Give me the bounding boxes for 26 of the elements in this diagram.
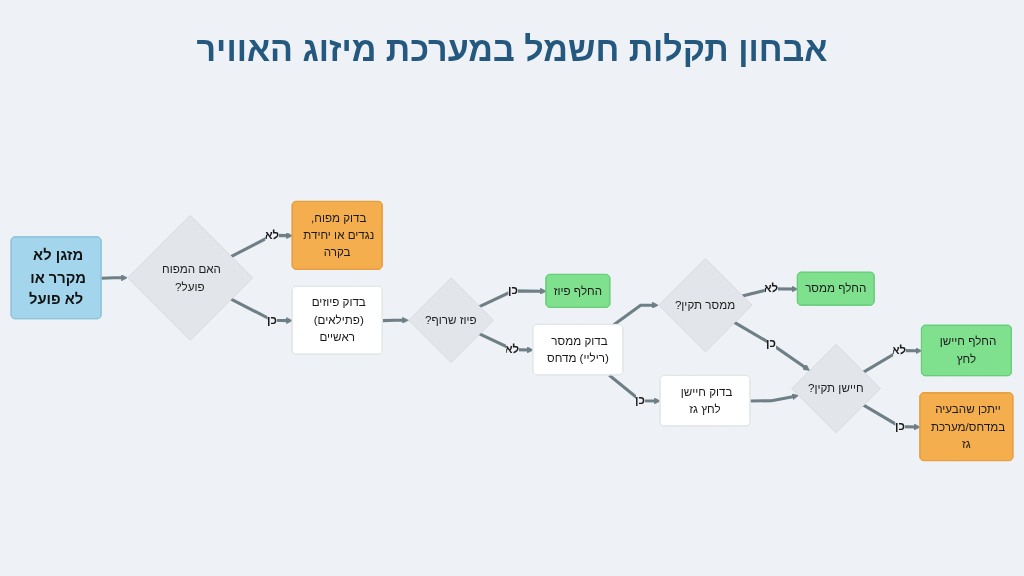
node-diamond: חיישן תקין? xyxy=(791,343,881,434)
node-diamond: האם המפוח פועל? xyxy=(127,214,254,341)
arrow xyxy=(478,287,547,309)
arrow xyxy=(750,393,799,403)
edge-label: לא xyxy=(892,343,907,357)
edge-label: כן xyxy=(894,419,905,433)
edge-label: לא xyxy=(763,281,779,295)
arrow xyxy=(608,374,661,405)
edge-label: כן xyxy=(766,336,777,351)
edge-label: כן xyxy=(635,393,646,407)
arrow xyxy=(733,321,810,371)
title: אבחון תקלות חשמל במערכת מיזוג האוויר xyxy=(196,30,828,69)
arrow xyxy=(382,316,409,324)
arrow xyxy=(101,274,128,282)
edge-label: לא xyxy=(264,228,279,242)
arrow xyxy=(478,332,534,354)
arrow xyxy=(230,232,293,258)
node-diamond: ממסר תקין? xyxy=(658,258,753,353)
arrow xyxy=(862,347,923,374)
edge-label: כן xyxy=(507,283,518,297)
node-diamond: פיוז שרוף? xyxy=(408,277,494,363)
arrow xyxy=(230,297,293,324)
arrow xyxy=(742,285,799,298)
edge-label: כן xyxy=(266,313,277,327)
edge-label: לא xyxy=(505,342,520,356)
arrow xyxy=(862,403,921,431)
